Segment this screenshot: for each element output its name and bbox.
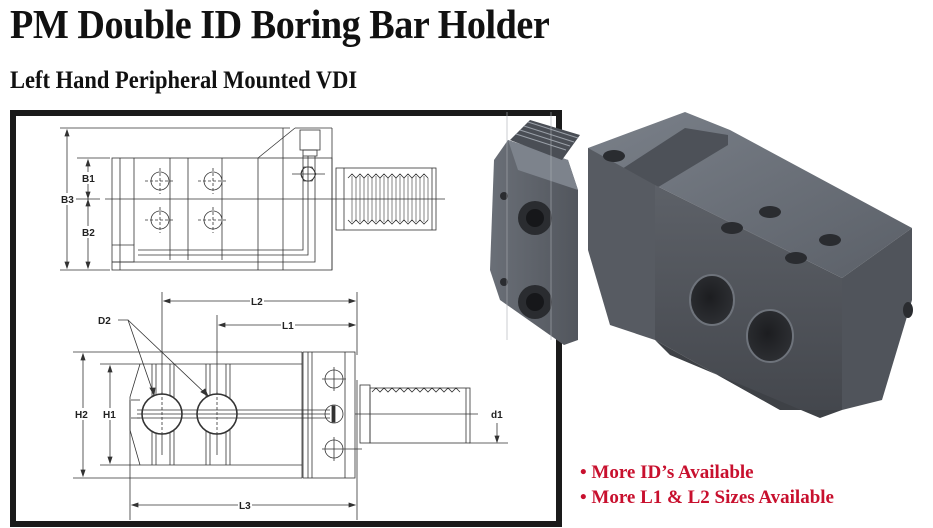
feature-item: • More L1 & L2 Sizes Available <box>580 485 834 510</box>
feature-label: More ID’s Available <box>591 462 754 483</box>
dim-label-h2: H2 <box>75 410 88 421</box>
feature-list: • More ID’s Available • More L1 & L2 Siz… <box>580 460 834 510</box>
product-image <box>490 112 913 418</box>
dim-label-b2: B2 <box>82 228 95 239</box>
dim-label-h1: H1 <box>103 410 116 421</box>
technical-drawing: B3 B1 B2 L2 L1 D2 H2 H1 d1 L3 <box>60 127 508 520</box>
dim-label-d1: d1 <box>491 410 503 421</box>
dim-label-l2: L2 <box>251 297 263 308</box>
technical-drawing-frame <box>10 110 562 527</box>
dim-label-d2: D2 <box>98 316 111 327</box>
feature-item: • More ID’s Available <box>580 460 834 485</box>
page-title: PM Double ID Boring Bar Holder <box>10 1 550 47</box>
dim-label-b1: B1 <box>82 174 95 185</box>
page-subtitle: Left Hand Peripheral Mounted VDI <box>10 67 358 94</box>
dim-label-l1: L1 <box>282 321 294 332</box>
bullet-icon: • <box>580 462 587 483</box>
dim-label-b3: B3 <box>61 195 74 206</box>
bullet-icon: • <box>580 487 587 508</box>
feature-label: More L1 & L2 Sizes Available <box>591 487 834 508</box>
dim-label-l3: L3 <box>239 501 251 512</box>
